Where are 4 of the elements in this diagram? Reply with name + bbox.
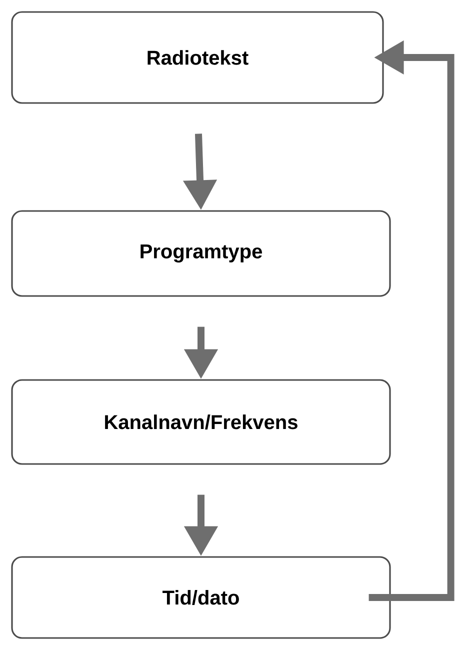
process-box: Tid/dato — [11, 556, 391, 639]
process-box: Programtype — [11, 210, 391, 297]
process-box: Kanalnavn/Frekvens — [11, 379, 391, 465]
process-box: Radiotekst — [11, 11, 384, 104]
